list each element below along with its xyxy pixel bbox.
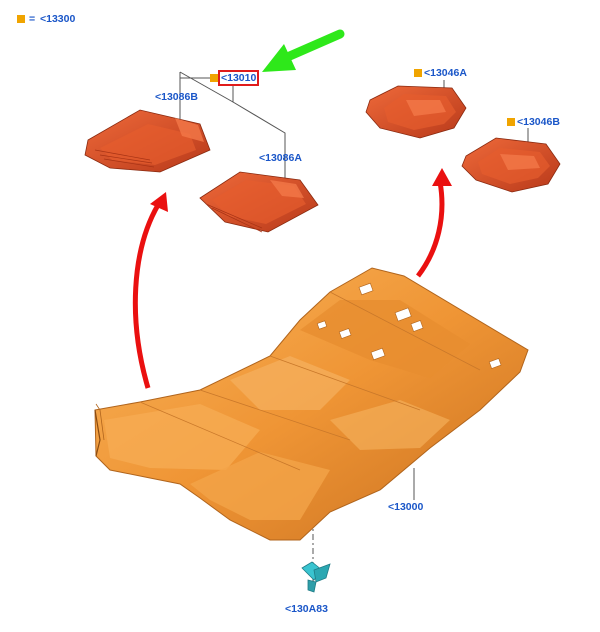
callout-13000-link[interactable]: <13000 xyxy=(388,501,424,513)
front-mat-left[interactable] xyxy=(84,109,211,173)
retainer-clip[interactable] xyxy=(301,561,331,593)
callout-13046a-link[interactable]: <13046A xyxy=(424,67,467,79)
leader-line-13086a xyxy=(232,84,286,180)
legend-part-link[interactable]: <13300 xyxy=(40,13,76,25)
callout-130a83-link[interactable]: <130A83 xyxy=(285,603,328,615)
highlight-arrow-icon xyxy=(262,29,345,72)
legend-equals: = xyxy=(29,13,36,25)
callout-13046b-link[interactable]: <13046B xyxy=(517,116,560,128)
rear-mat-a[interactable] xyxy=(365,85,467,139)
callout-13086b-link[interactable]: <13086B xyxy=(155,91,198,103)
assembly-arrow-left xyxy=(132,192,168,389)
orange-square-icon xyxy=(507,118,515,126)
leader-line-branch xyxy=(179,71,234,103)
callout-13010-link[interactable]: <13010 xyxy=(217,70,260,86)
orange-square-icon xyxy=(414,69,422,77)
assembly-arrow-right xyxy=(416,168,452,278)
orange-square-icon xyxy=(17,15,25,23)
floor-covering[interactable] xyxy=(94,267,529,541)
front-mat-right[interactable] xyxy=(199,171,319,233)
callout-13086a-link[interactable]: <13086A xyxy=(259,152,302,164)
orange-square-icon xyxy=(210,74,218,82)
rear-mat-b[interactable] xyxy=(461,137,561,193)
